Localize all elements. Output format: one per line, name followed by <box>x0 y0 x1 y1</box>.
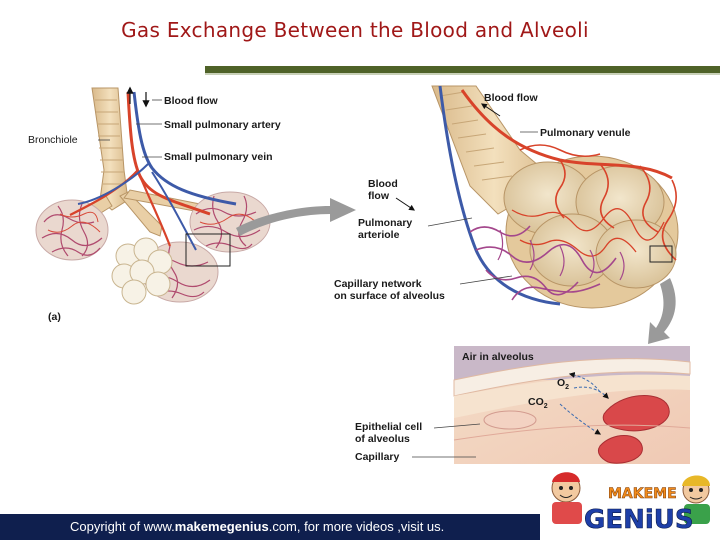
label-air-in-alveolus: Air in alveolus <box>462 351 534 363</box>
alveolar-sac-left <box>35 199 109 261</box>
alveolar-sac-right <box>189 191 271 253</box>
zoom-arrow-1 <box>236 198 356 236</box>
open-alveoli-cluster <box>111 237 173 305</box>
pulmonary-venule-vessel <box>460 89 673 180</box>
zoom-arrow-2 <box>648 278 676 344</box>
footer-prefix: Copyright of www. <box>70 519 175 534</box>
label-epithelial-cell-line1: Epithelial cell <box>355 421 422 433</box>
small-pulmonary-vein-vessel <box>132 91 237 206</box>
label-epithelial-cell-line2: of alveolus <box>355 433 410 445</box>
zoom-region-box-2 <box>649 245 673 263</box>
zoom-region-box <box>185 233 231 267</box>
label-panel-a: (a) <box>48 311 61 323</box>
title-underline-shadow <box>205 73 720 75</box>
label-pulmonary-arteriole-line1: Pulmonary <box>358 217 412 229</box>
label-capillary-network-line1: Capillary network <box>334 278 422 290</box>
label-capillary-network-line2: on surface of alveolus <box>334 290 445 302</box>
label-blood-flow-top: Blood flow <box>484 92 538 104</box>
left-panel-illustration <box>35 86 271 305</box>
label-small-pulmonary-vein: Small pulmonary vein <box>164 151 273 163</box>
red-blood-cell-1 <box>602 395 670 432</box>
label-o2-base: O <box>557 377 565 389</box>
footer-suffix: .com, for more videos ,visit us. <box>268 519 445 534</box>
footer-brand: makemegenius <box>174 519 269 534</box>
logo-bottom-word: GENiUS <box>584 505 694 535</box>
label-co2-subscript: 2 <box>544 403 548 410</box>
label-blood-flow-mid-line1: Blood <box>368 178 398 190</box>
bronchiole-tube <box>91 87 129 211</box>
label-o2-subscript: 2 <box>565 384 569 391</box>
makemegenius-logo: MAKEME GENiUS <box>551 472 710 535</box>
label-blood-flow-left: Blood flow <box>164 95 218 107</box>
label-small-pulmonary-artery: Small pulmonary artery <box>164 119 281 131</box>
right-panel-illustration <box>395 85 679 309</box>
logo-top-word: MAKEME <box>608 486 677 502</box>
label-capillary: Capillary <box>355 451 400 463</box>
page-title: Gas Exchange Between the Blood and Alveo… <box>121 18 589 42</box>
label-pulmonary-venule: Pulmonary venule <box>540 127 631 139</box>
label-bronchiole: Bronchiole <box>28 134 78 146</box>
label-o2: O2 <box>557 377 569 391</box>
red-blood-cell-2 <box>597 435 643 464</box>
inset-gas-exchange <box>412 346 691 464</box>
label-pulmonary-arteriole-line2: arteriole <box>358 229 400 241</box>
copyright-footer: Copyright of www.makemegenius.com, for m… <box>0 514 540 540</box>
label-co2: CO2 <box>528 396 548 410</box>
title-underline-bar <box>205 66 720 73</box>
label-co2-base: CO <box>528 396 544 408</box>
label-blood-flow-mid-line2: flow <box>368 190 390 202</box>
